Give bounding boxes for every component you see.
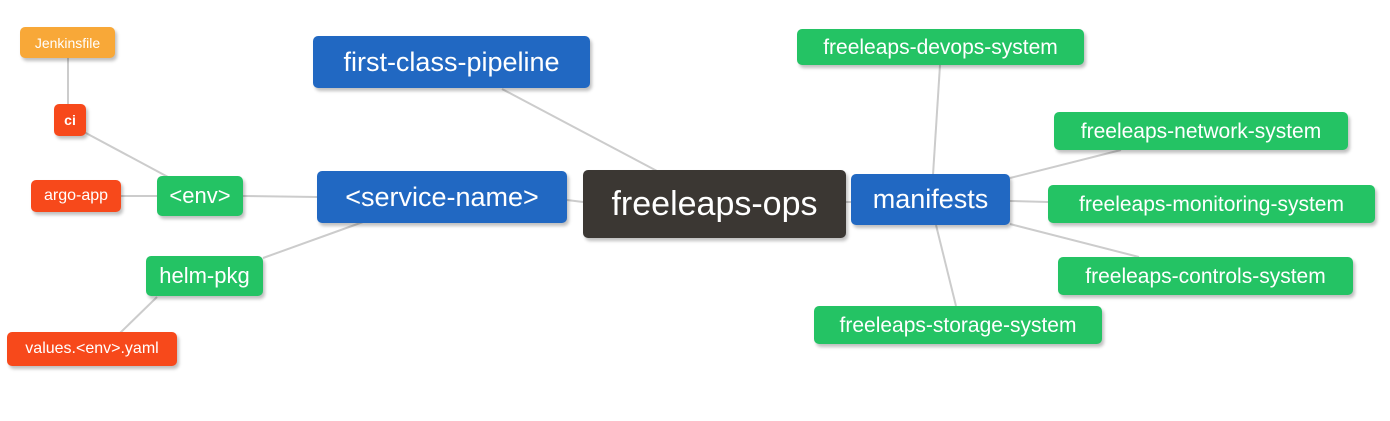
edge-manifests-to-freeleaps-devops-system — [932, 64, 941, 176]
node-argo-app[interactable]: argo-app — [31, 180, 121, 212]
edge-service-name-to-freeleaps-ops — [566, 199, 584, 203]
node-freeleaps-devops-system[interactable]: freeleaps-devops-system — [797, 29, 1084, 65]
node-freeleaps-monitoring-system[interactable]: freeleaps-monitoring-system — [1048, 185, 1375, 223]
edge-values-env-yaml-to-helm-pkg — [119, 296, 158, 334]
node-freeleaps-storage-system[interactable]: freeleaps-storage-system — [814, 306, 1102, 344]
edge-helm-pkg-to-service-name — [262, 221, 364, 259]
edge-first-class-pipeline-to-freeleaps-ops — [501, 88, 658, 172]
node-service-name[interactable]: <service-name> — [317, 171, 567, 223]
node-env[interactable]: <env> — [157, 176, 243, 216]
node-values-env-yaml[interactable]: values.<env>.yaml — [7, 332, 177, 366]
edge-env-to-service-name — [242, 195, 318, 198]
edge-ci-to-env — [83, 131, 169, 178]
node-ci[interactable]: ci — [54, 104, 86, 136]
node-manifests[interactable]: manifests — [851, 174, 1010, 225]
node-freeleaps-controls-system[interactable]: freeleaps-controls-system — [1058, 257, 1353, 295]
node-first-class-pipeline[interactable]: first-class-pipeline — [313, 36, 590, 88]
edge-manifests-to-freeleaps-network-system — [1009, 149, 1122, 179]
node-freeleaps-network-system[interactable]: freeleaps-network-system — [1054, 112, 1348, 150]
edge-manifests-to-freeleaps-monitoring-system — [1009, 200, 1049, 203]
edge-manifests-to-freeleaps-storage-system — [935, 224, 957, 307]
node-jenkinsfile[interactable]: Jenkinsfile — [20, 27, 115, 58]
node-freeleaps-ops[interactable]: freeleaps-ops — [583, 170, 846, 238]
node-helm-pkg[interactable]: helm-pkg — [146, 256, 263, 296]
edge-manifests-to-freeleaps-controls-system — [1009, 223, 1140, 258]
